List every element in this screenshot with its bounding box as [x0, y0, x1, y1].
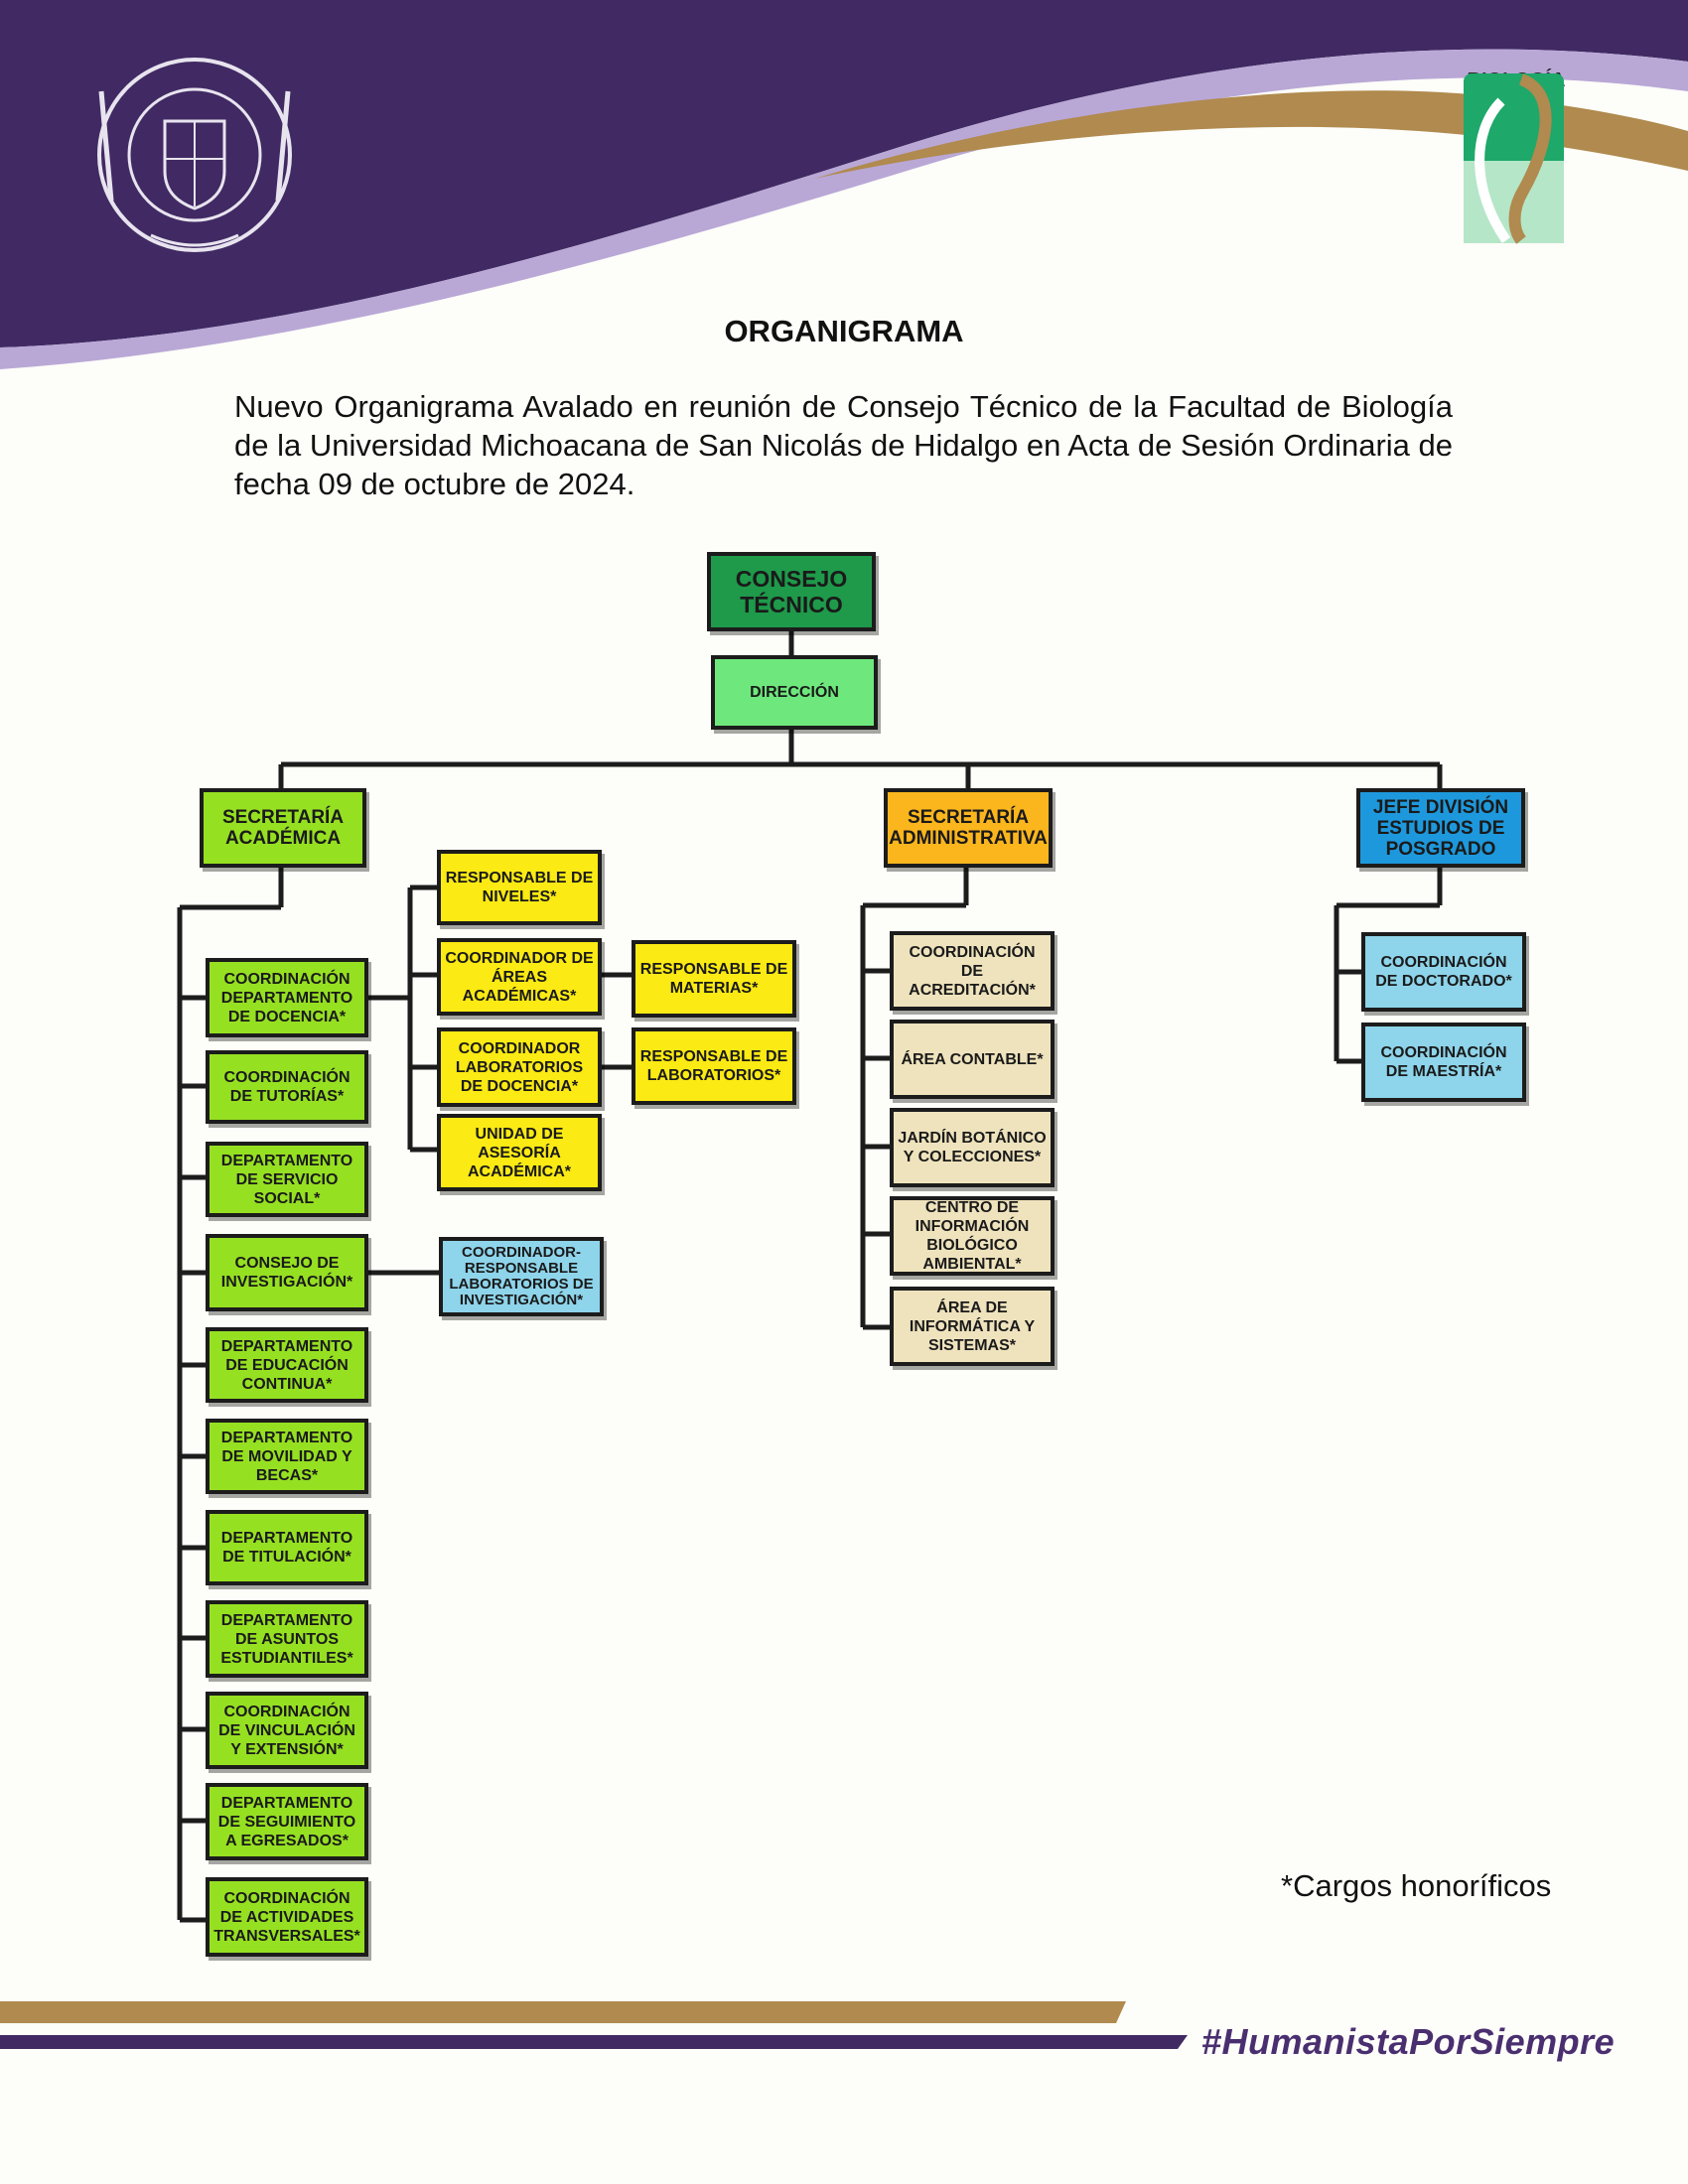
biologia-mark-icon	[1464, 73, 1564, 244]
org-box-unidad-asesoria: UNIDAD DE ASESORÍA ACADÉMICA*	[437, 1114, 602, 1191]
org-box-asuntos-estudiantiles: DEPARTAMENTO DE ASUNTOS ESTUDIANTILES*	[206, 1600, 368, 1678]
org-box-direccion: DIRECCIÓN	[711, 655, 878, 730]
org-box-area-contable: ÁREA CONTABLE*	[890, 1020, 1055, 1099]
org-box-coordinador-areas: COORDINADOR DE ÁREAS ACADÉMICAS*	[437, 938, 602, 1016]
header-purple-band	[0, 0, 1688, 347]
org-box-responsable-niveles: RESPONSABLE DE NIVELES*	[437, 850, 602, 925]
org-box-coordinacion-acreditacion: COORDINACIÓN DE ACREDITACIÓN*	[890, 931, 1055, 1011]
org-box-titulacion: DEPARTAMENTO DE TITULACIÓN*	[206, 1510, 368, 1585]
org-box-coordinacion-doctorado: COORDINACIÓN DE DOCTORADO*	[1361, 932, 1526, 1012]
org-box-coordinacion-maestria: COORDINACIÓN DE MAESTRÍA*	[1361, 1023, 1526, 1102]
footnote: *Cargos honoríficos	[1281, 1868, 1552, 1903]
org-box-educacion-continua: DEPARTAMENTO DE EDUCACIÓN CONTINUA*	[206, 1327, 368, 1403]
page-title: ORGANIGRAMA	[724, 314, 964, 348]
org-box-consejo-investigacion: CONSEJO DE INVESTIGACIÓN*	[206, 1234, 368, 1311]
org-box-centro-informacion: CENTRO DE INFORMACIÓN BIOLÓGICO AMBIENTA…	[890, 1196, 1055, 1276]
org-box-jefe-posgrado: JEFE DIVISIÓN ESTUDIOS DE POSGRADO	[1356, 788, 1525, 868]
biologia-logo: BIOLOGÍA	[1462, 69, 1571, 270]
org-box-consejo-tecnico: CONSEJO TÉCNICO	[707, 552, 876, 631]
org-box-coordinador-laboratorios: COORDINADOR LABORATORIOS DE DOCENCIA*	[437, 1027, 602, 1107]
org-box-responsable-laboratorios: RESPONSABLE DE LABORATORIOS*	[632, 1027, 796, 1105]
org-box-informatica-sistemas: ÁREA DE INFORMÁTICA Y SISTEMAS*	[890, 1287, 1055, 1366]
org-box-seguimiento-egresados: DEPARTAMENTO DE SEGUIMIENTO A EGRESADOS*	[206, 1783, 368, 1860]
org-box-vinculacion-extension: COORDINACIÓN DE VINCULACIÓN Y EXTENSIÓN*	[206, 1692, 368, 1769]
org-box-secretaria-administrativa: SECRETARÍA ADMINISTRATIVA	[884, 788, 1053, 868]
org-box-coordinacion-docencia: COORDINACIÓN DEPARTAMENTO DE DOCENCIA*	[206, 958, 368, 1037]
header-lavender-wave	[0, 49, 1688, 370]
footer-stripes	[0, 2001, 1188, 2049]
org-box-actividades-transversales: COORDINACIÓN DE ACTIVIDADES TRANSVERSALE…	[206, 1877, 368, 1957]
org-box-secretaria-academica: SECRETARÍA ACADÉMICA	[200, 788, 366, 868]
org-box-responsable-materias: RESPONSABLE DE MATERIAS*	[632, 940, 796, 1018]
intro-paragraph: Nuevo Organigrama Avalado en reunión de …	[234, 389, 1453, 501]
org-box-coordinador-laboratorios-investigacion: COORDINADOR-RESPONSABLE LABORATORIOS DE …	[439, 1237, 604, 1316]
org-box-coordinacion-tutorias: COORDINACIÓN DE TUTORÍAS*	[206, 1050, 368, 1124]
org-box-movilidad-becas: DEPARTAMENTO DE MOVILIDAD Y BECAS*	[206, 1419, 368, 1494]
footer-hashtag: #HumanistaPorSiempre	[1201, 2021, 1616, 2062]
org-box-servicio-social: DEPARTAMENTO DE SERVICIO SOCIAL*	[206, 1142, 368, 1217]
university-seal-logo	[91, 52, 298, 258]
org-box-jardin-botanico: JARDÍN BOTÁNICO Y COLECCIONES*	[890, 1108, 1055, 1187]
